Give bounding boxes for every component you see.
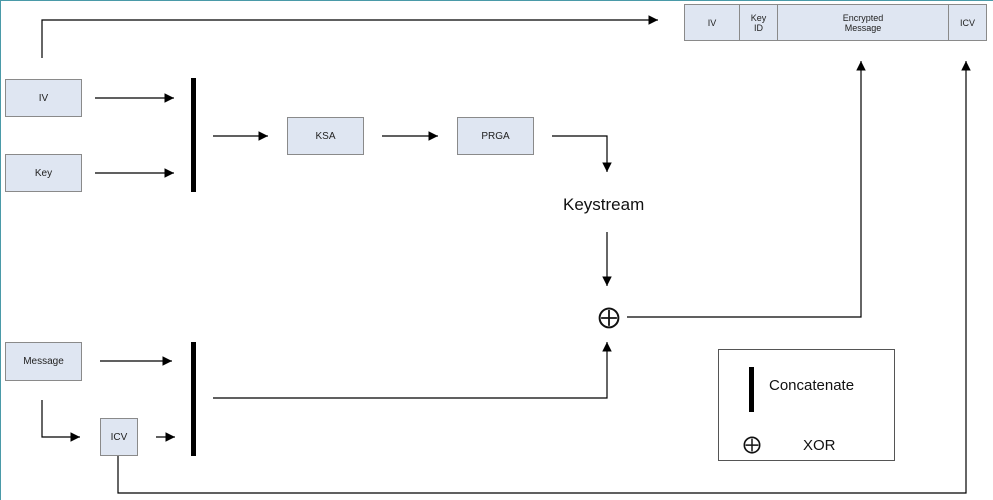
message-to-icv-arrow (41, 400, 80, 442)
concat-to-xor-arrow (213, 342, 612, 399)
ksa-label: KSA (315, 130, 336, 142)
packet-keyid-label: Key ID (750, 12, 767, 33)
xor-operator-icon: ⨁ (598, 304, 620, 329)
key-box: Key (5, 154, 82, 192)
legend-concat-bar (749, 367, 754, 412)
iv-to-packet-arrow (41, 15, 658, 58)
packet-encrypted-message-cell: Encrypted Message (777, 4, 949, 41)
legend-concatenate-label: Concatenate (769, 377, 855, 394)
concat-bar-key (191, 78, 196, 192)
concat-bar-message (191, 342, 196, 456)
packet-keyid-cell: Key ID (739, 4, 778, 41)
prga-to-keystream-arrow (552, 135, 612, 172)
message-box: Message (5, 342, 82, 381)
iv-box: IV (5, 79, 82, 117)
packet-encrypted-label: Encrypted Message (842, 12, 884, 33)
icv-box: ICV (100, 418, 138, 456)
packet-icv-cell: ICV (948, 4, 987, 41)
prga-label: PRGA (481, 130, 510, 142)
icv-to-packet-arrow (117, 60, 971, 494)
legend-xor-icon: ⨁ (743, 434, 761, 454)
key-label: Key (34, 167, 53, 179)
iv-label: IV (38, 92, 49, 104)
icv-label: ICV (110, 431, 128, 443)
xor-to-encrypted-arrow (627, 60, 866, 318)
legend-xor-label: XOR (803, 437, 836, 454)
legend: Concatenate ⨁ XOR (718, 349, 895, 461)
keystream-label: Keystream (563, 195, 645, 214)
message-label: Message (23, 356, 64, 367)
ksa-box: KSA (287, 117, 364, 155)
packet-iv-cell: IV (684, 4, 740, 41)
prga-box: PRGA (457, 117, 534, 155)
